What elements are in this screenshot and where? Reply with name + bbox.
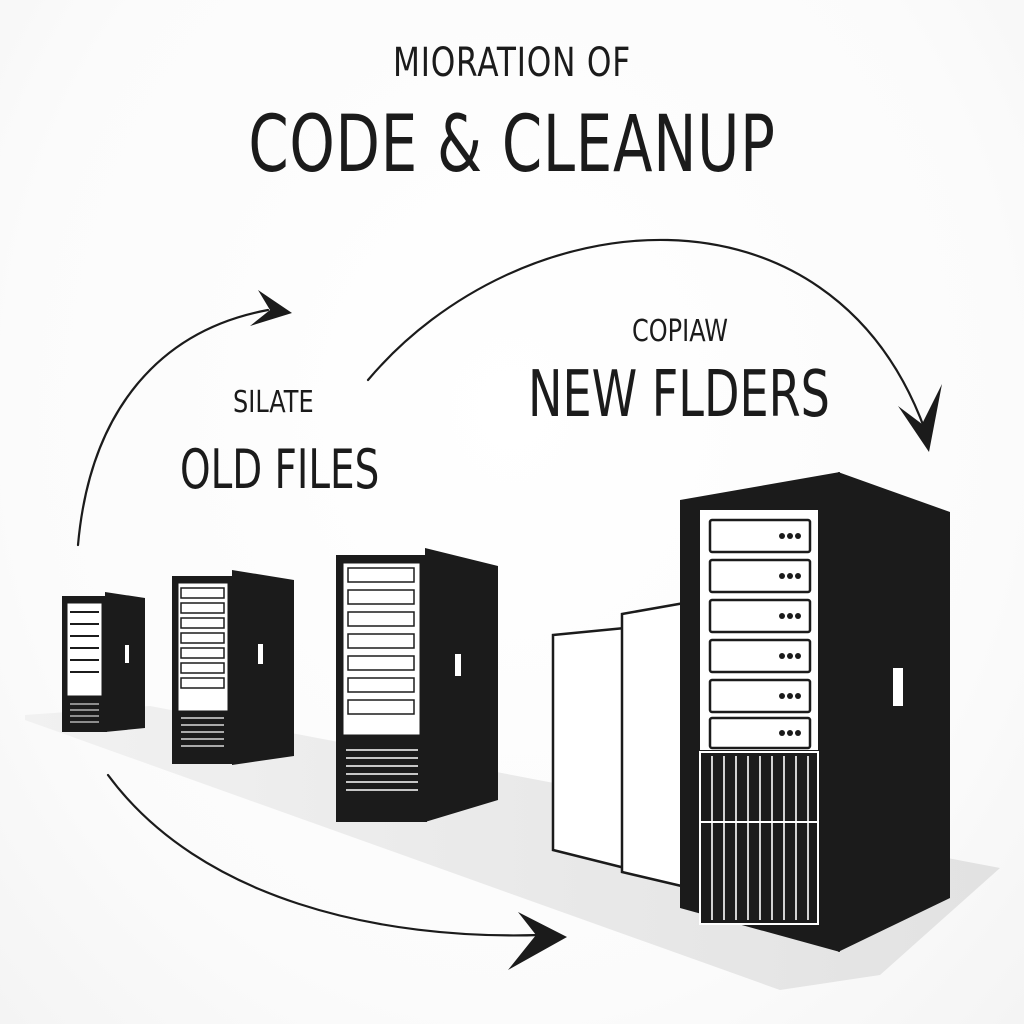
server-rack-icon bbox=[680, 472, 950, 952]
server-rack-icon bbox=[336, 548, 498, 822]
diagram-title-line-2: CODE & CLEANUP bbox=[248, 100, 776, 190]
new-folders-caption: COPIAW bbox=[632, 314, 729, 349]
arrow-head-bottom bbox=[508, 912, 567, 970]
folder-sheet-icon bbox=[551, 600, 692, 890]
arrow-top-right-path bbox=[366, 238, 927, 432]
arrow-bottom-path bbox=[106, 773, 542, 937]
old-files-caption: SILATE bbox=[233, 385, 314, 420]
server-rack-icon bbox=[62, 592, 145, 732]
curved-arrow-icon bbox=[76, 238, 927, 937]
old-files-heading: OLD FILES bbox=[180, 438, 380, 501]
arrow-head-top-left bbox=[250, 290, 292, 326]
diagram-title-line-1: MIORATION OF bbox=[393, 40, 631, 86]
server-rack-icon bbox=[172, 570, 294, 765]
arrow-top-left-path bbox=[76, 308, 270, 547]
arrow-head-top-right bbox=[898, 384, 942, 452]
new-folders-heading: NEW FLDERS bbox=[528, 358, 830, 432]
